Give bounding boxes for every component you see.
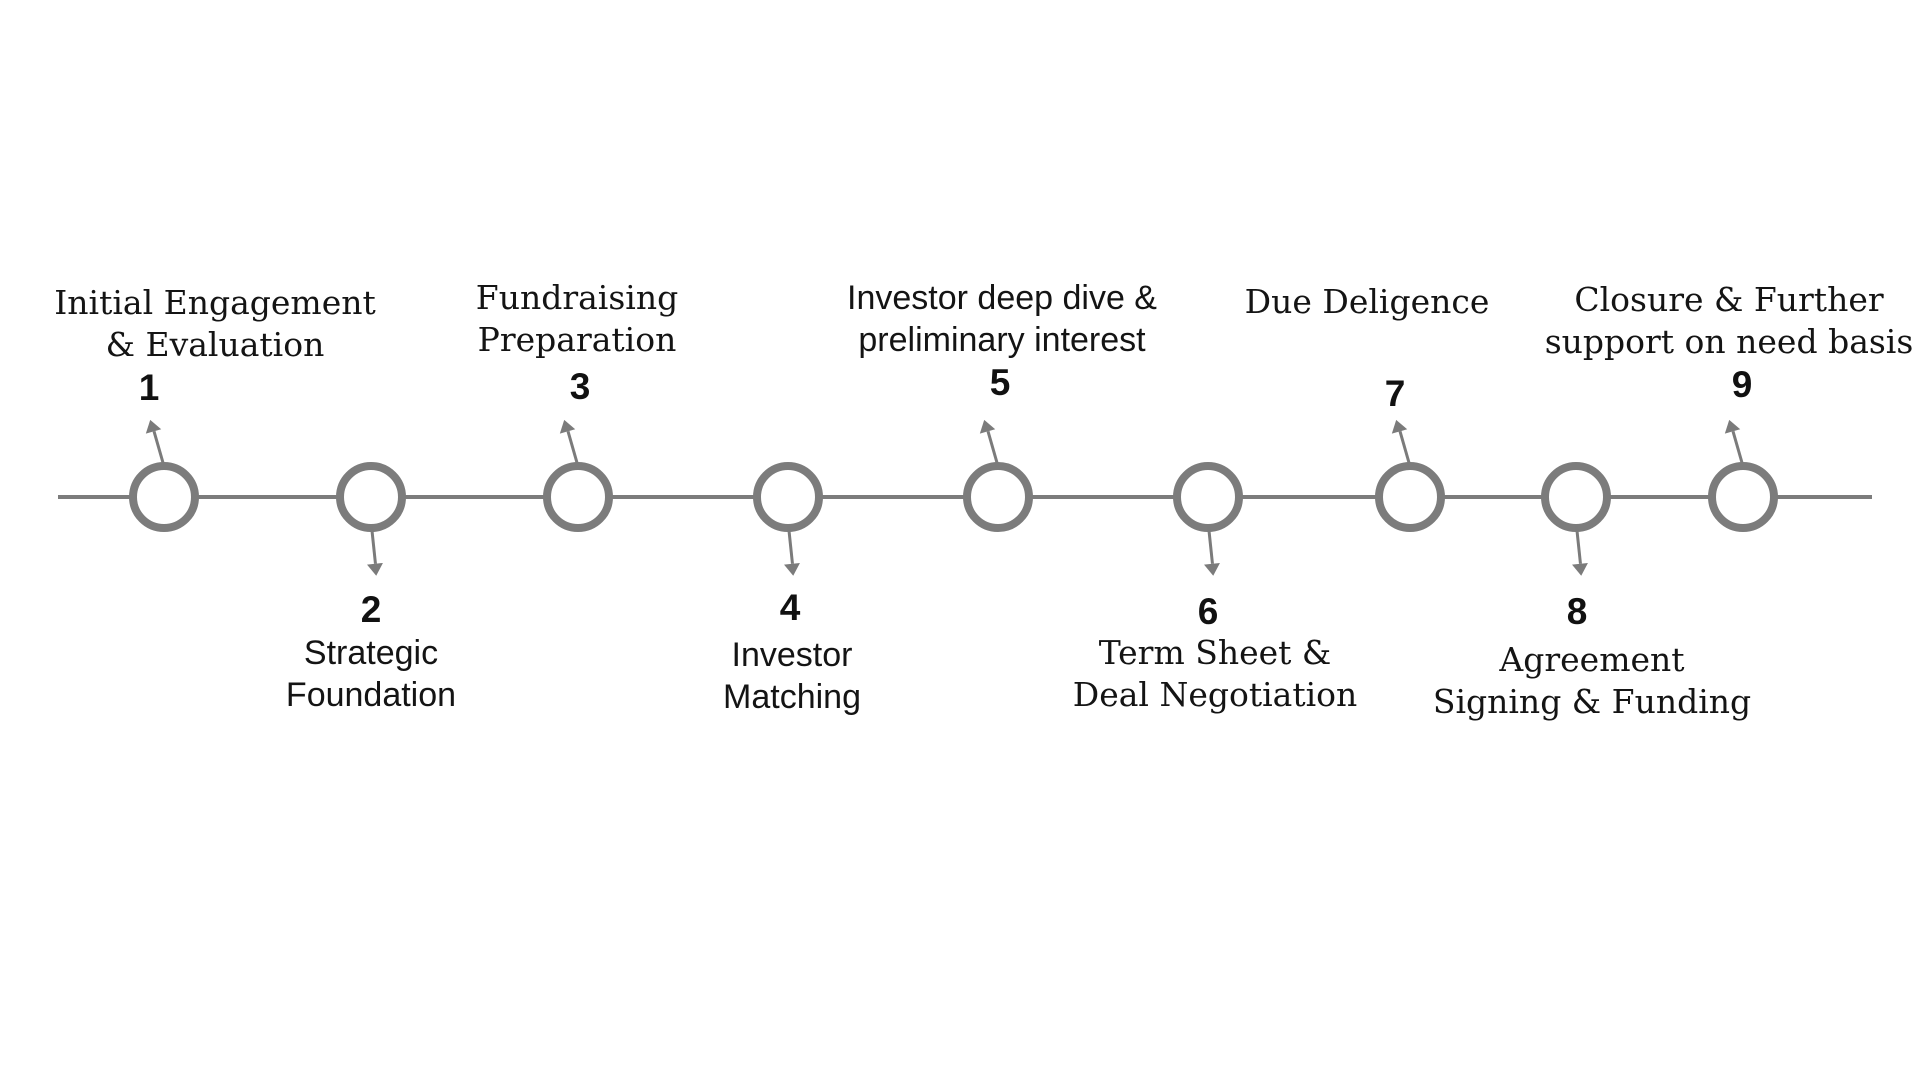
milestone-circle-7 [1375,462,1445,532]
arrowhead-icon [784,562,802,577]
step-number-5: 5 [989,362,1011,403]
milestone-circle-9 [1708,462,1778,532]
step-number-7: 7 [1384,373,1406,414]
arrow-down-icon-8 [1568,525,1590,577]
milestone-circle-6 [1173,462,1243,532]
step-number-8: 8 [1566,591,1588,632]
step-label-5: Investor deep dive & preliminary interes… [847,279,1157,359]
step-label-9: Closure & Further support on need basis [1544,280,1914,361]
step-number-1: 1 [138,367,160,408]
arrow-down-icon-4 [780,525,802,577]
step-label-3: Fundraising Preparation [475,278,679,359]
step-number-4: 4 [779,587,801,628]
step-number-6: 6 [1197,591,1219,632]
arrow-stem [786,525,794,564]
arrow-down-icon-6 [1200,525,1222,577]
step-label-7: Due Deligence [1244,282,1490,321]
milestone-circle-4 [753,462,823,532]
step-number-9: 9 [1731,364,1753,405]
milestone-circle-2 [336,462,406,532]
arrowhead-icon [1572,562,1590,577]
milestone-circle-3 [543,462,613,532]
step-label-1: Initial Engagement & Evaluation [54,283,376,364]
arrow-stem [1206,525,1214,564]
step-number-3: 3 [569,366,591,407]
arrow-down-icon-2 [363,525,385,577]
step-label-2: Strategic Foundation [285,634,457,714]
milestone-circle-8 [1541,462,1611,532]
arrow-stem [369,525,377,564]
step-label-8: Agreement Signing & Funding [1432,640,1752,721]
milestone-circle-1 [129,462,199,532]
arrow-stem [1574,525,1582,564]
step-label-4: Investor Matching [723,636,861,716]
step-number-2: 2 [360,589,382,630]
arrowhead-icon [367,562,385,577]
step-label-6: Term Sheet & Deal Negotiation [1072,633,1358,714]
arrowhead-icon [1204,562,1222,577]
milestone-circle-5 [963,462,1033,532]
